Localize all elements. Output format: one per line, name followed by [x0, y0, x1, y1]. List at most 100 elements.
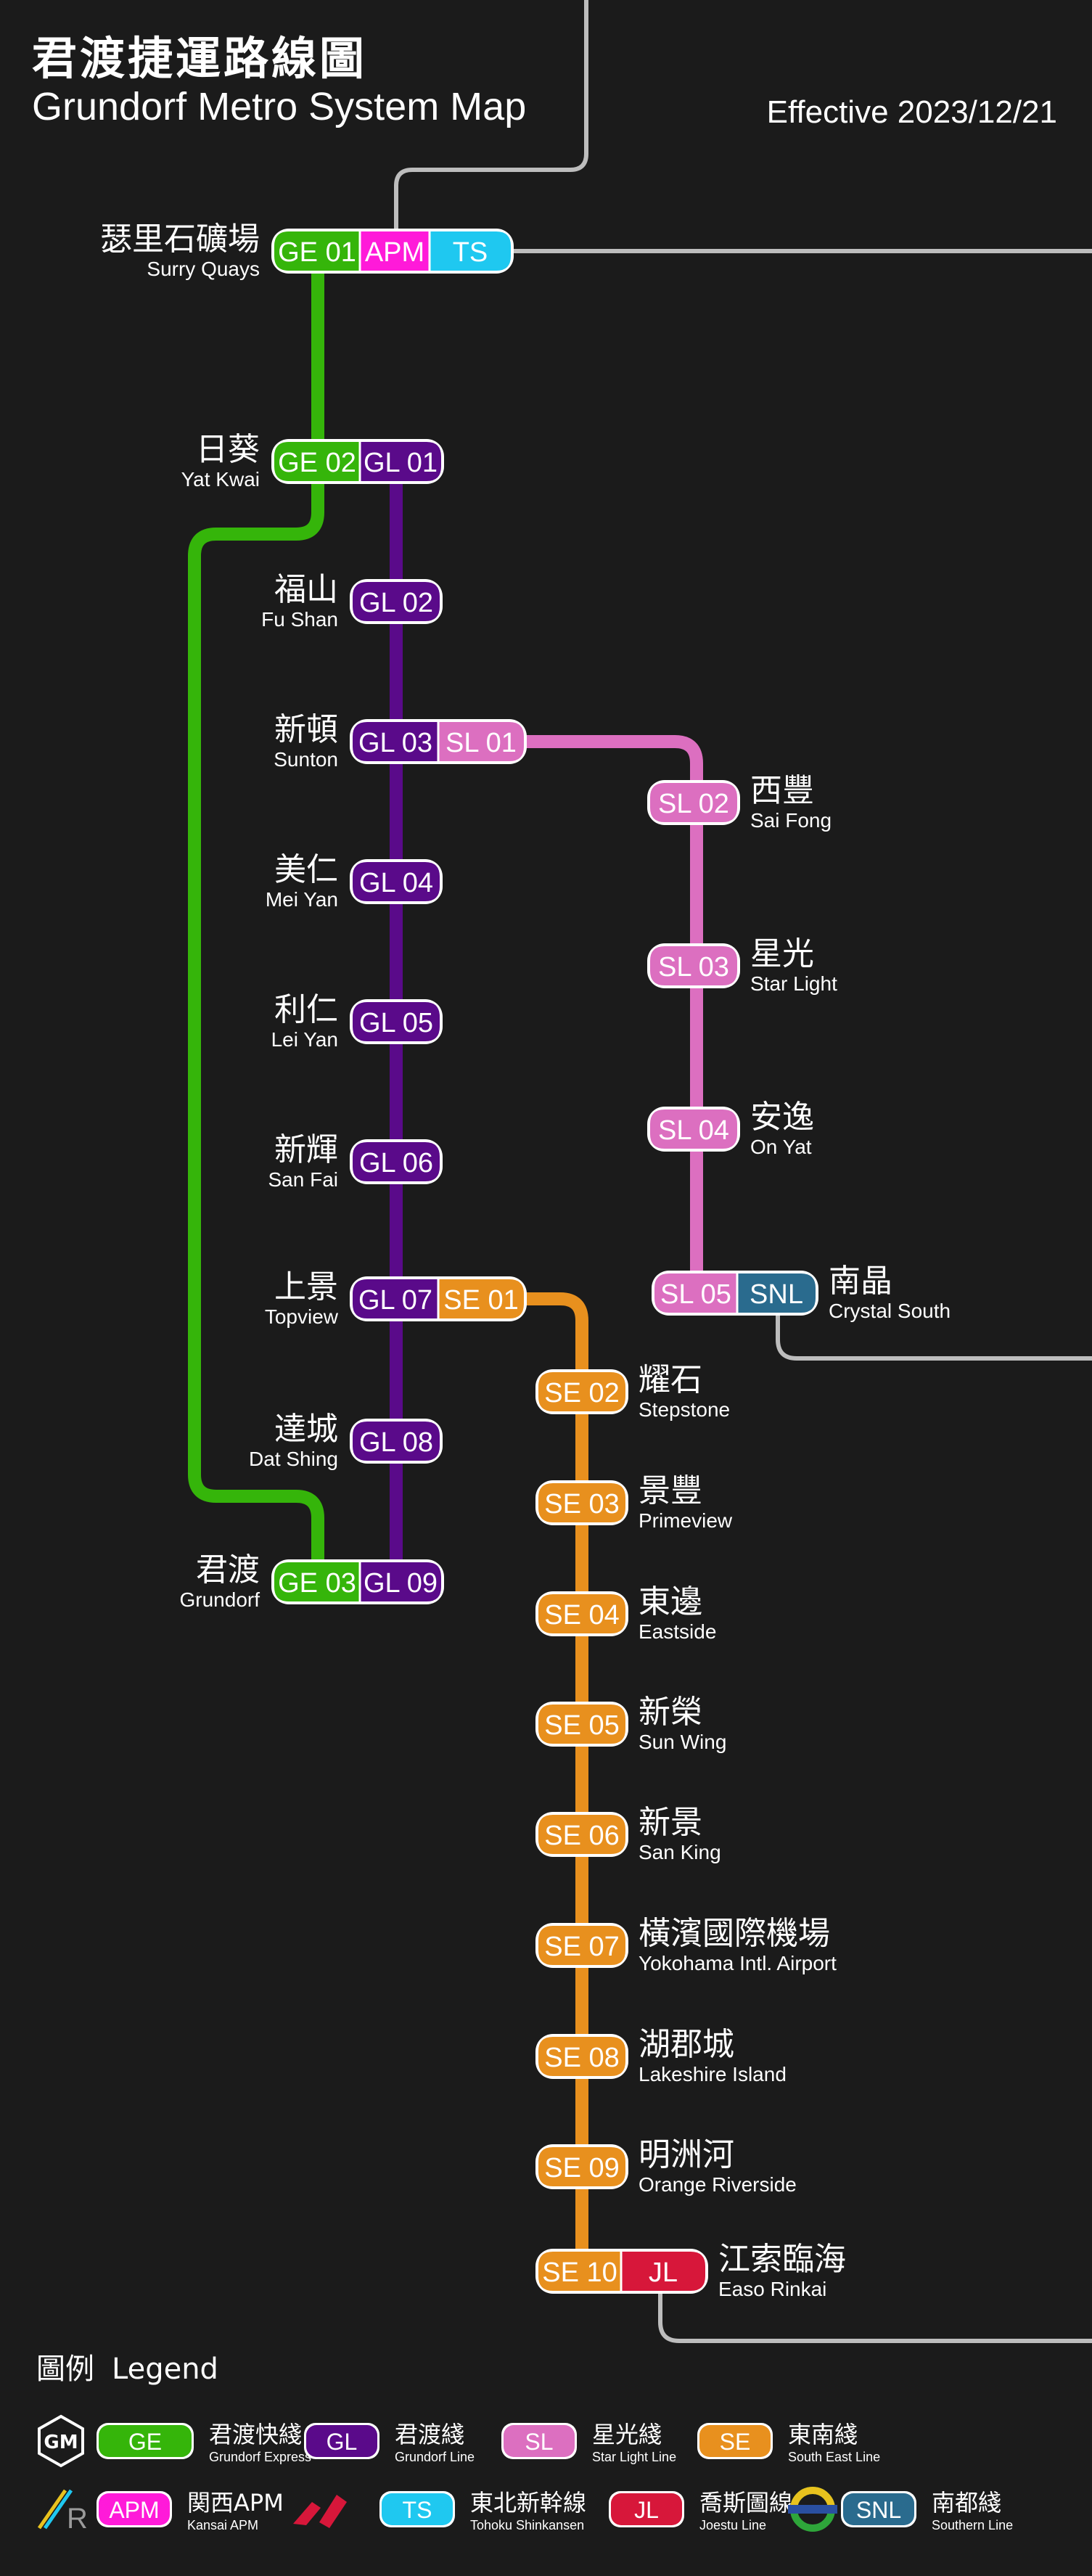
- connector-apm: [394, 0, 588, 239]
- station-code-label: SE 06: [544, 1821, 620, 1851]
- station-code-label: JL: [649, 2257, 678, 2288]
- kr-letter: R: [67, 2503, 88, 2535]
- legend-name-en: Joestu Line: [699, 2518, 766, 2532]
- station-name-zh: 明洲河: [639, 2136, 734, 2173]
- station-code-ge: [274, 442, 360, 481]
- station-code-snl: [737, 1273, 816, 1313]
- roundel-bar: [788, 2505, 837, 2514]
- station-name-zh: 利仁: [274, 991, 338, 1028]
- gm-logo-icon: GM: [38, 2414, 84, 2468]
- legend-badge: [611, 2493, 682, 2525]
- station-name-en: Dat Shing: [249, 1448, 338, 1470]
- legend-name-zh: 東南綫: [788, 2421, 858, 2448]
- station-name-en: Star Light: [750, 972, 837, 995]
- station-name-en: Sunton: [274, 748, 338, 771]
- station-code-sl: [650, 783, 737, 822]
- map-title-zh: 君渡捷運路線圖: [32, 32, 368, 85]
- station-name-en: Easo Rinkai: [718, 2278, 826, 2300]
- station-code-sl: [654, 1273, 737, 1313]
- station-code-gl: [353, 722, 438, 761]
- connector-jl: [658, 2271, 1092, 2343]
- legend-name-en: Tohoku Shinkansen: [470, 2518, 584, 2532]
- station-name-en: Crystal South: [829, 1300, 951, 1322]
- jr-east-logo-icon: [293, 2495, 347, 2528]
- station-code-sl: [650, 1109, 737, 1149]
- station-name-en: Orange Riverside: [639, 2173, 797, 2196]
- station-name-en: Grundorf: [180, 1588, 260, 1611]
- station-code-label: GL 08: [359, 1427, 433, 1458]
- station-code-jl: [621, 2252, 705, 2291]
- legend-badge: [699, 2425, 771, 2457]
- station-name-en: Primeview: [639, 1509, 733, 1532]
- station-code-label: SNL: [750, 1279, 803, 1310]
- legend-name-en: Southern Line: [932, 2518, 1013, 2532]
- station-name-zh: 東邊: [639, 1583, 702, 1620]
- station-code-label: GL 04: [359, 868, 433, 898]
- legend-badge: [504, 2425, 575, 2457]
- external-connectors: [394, 0, 1092, 2343]
- station-code-label: GL 03: [358, 728, 432, 758]
- station-name-zh: 新輝: [274, 1131, 338, 1168]
- station-code-label: GL 05: [359, 1008, 433, 1038]
- station-code-se: [538, 1483, 625, 1522]
- legend-name-zh: 関西APM: [187, 2489, 284, 2516]
- station-code-sl: [650, 946, 737, 985]
- station-name-en: Yat Kwai: [181, 468, 260, 491]
- station-name-en: Mei Yan: [266, 888, 338, 911]
- station-code-label: SE 10: [542, 2257, 617, 2288]
- station-name-en: Yokohama Intl. Airport: [639, 1952, 837, 1974]
- station-code-se: [538, 1705, 625, 1744]
- station-name-zh: 耀石: [639, 1361, 702, 1398]
- legend-name-zh: 星光綫: [592, 2421, 662, 2448]
- legend-title-en: Legend: [112, 2353, 218, 2386]
- station-code-gl: [353, 1142, 440, 1181]
- legend-badge: [99, 2493, 170, 2525]
- legend-name-zh: 東北新幹線: [470, 2489, 586, 2516]
- station-name-zh: 西豐: [750, 772, 814, 809]
- station-code-se: [538, 2147, 625, 2186]
- station-name-en: Eastside: [639, 1620, 716, 1643]
- station-code-label: SE 07: [544, 1932, 620, 1962]
- kr-stripe-1: [37, 2489, 67, 2530]
- jr-mark-2: [319, 2495, 347, 2528]
- station-code-se: [438, 1279, 524, 1318]
- effective-date: Effective 2023/12/21: [766, 94, 1057, 130]
- legend-badge-label: SE: [720, 2429, 751, 2455]
- station-code-gl: [353, 862, 440, 901]
- station-code-se: [538, 1815, 625, 1854]
- line-ge: [188, 251, 324, 1582]
- station-code-label: GL 01: [364, 448, 438, 478]
- legend-badge: [306, 2425, 377, 2457]
- station-code-label: SL 05: [660, 1279, 731, 1310]
- legend-badge: [382, 2493, 453, 2525]
- station-code-ge: [274, 231, 360, 271]
- station-code-gl: [353, 582, 440, 621]
- station-name-zh: 日葵: [196, 431, 260, 468]
- station-code-label: SE 03: [544, 1489, 620, 1519]
- legend-name-zh: 君渡快綫: [209, 2421, 302, 2448]
- connector-snl: [776, 1299, 1092, 1361]
- metro-lines: [188, 251, 703, 2271]
- station-name-zh: 瑟里石礦場: [100, 221, 260, 258]
- station-code-se: [538, 2037, 625, 2076]
- legend-name-en: Kansai APM: [187, 2518, 258, 2532]
- station-code-label: SL 01: [446, 728, 517, 758]
- legend-badge-label: JL: [634, 2497, 659, 2523]
- station-name-en: Sun Wing: [639, 1731, 726, 1753]
- station-code-gl: [353, 1422, 440, 1461]
